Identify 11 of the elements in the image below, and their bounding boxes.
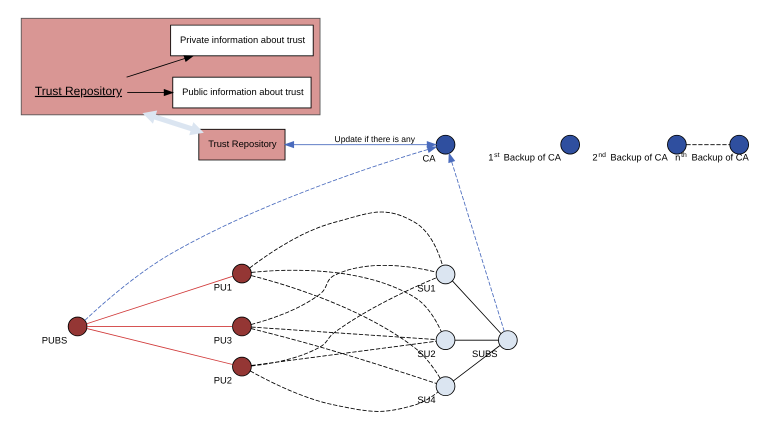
node-label: PUBS — [41, 334, 67, 346]
node-label: PU1 — [213, 281, 232, 292]
node-label: 2$^{nd}$ Backup of CA — [592, 152, 668, 163]
node-label: SU2 — [416, 348, 436, 360]
edge-label: Update if there is any — [334, 134, 415, 144]
node-label: SU1 — [416, 282, 436, 294]
node-label: PU2 — [213, 374, 232, 386]
node-label: n$^{th}$ Backup of CA — [674, 152, 748, 163]
node-label: 1$^{st}$ Backup of CA — [488, 152, 560, 163]
node-label: CA — [422, 152, 436, 164]
node-label: PU3 — [213, 334, 232, 346]
